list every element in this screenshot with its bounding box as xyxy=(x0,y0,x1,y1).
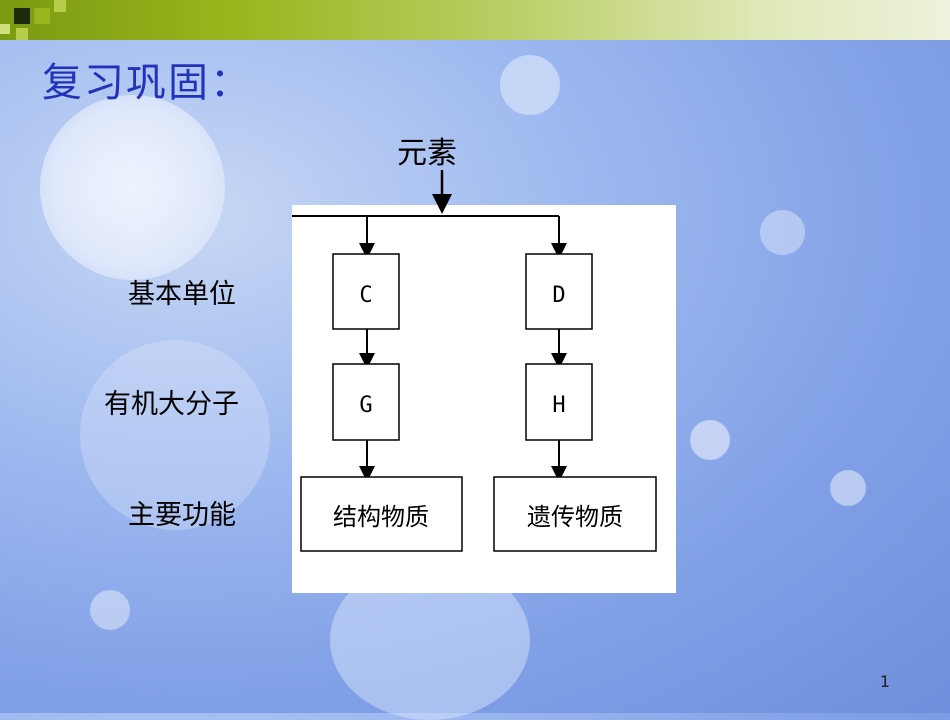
diagram-panel: C D G H 结构物质 遗传物质 xyxy=(292,205,676,593)
background-bubble xyxy=(500,55,560,115)
header-square xyxy=(34,8,50,24)
box-c xyxy=(332,253,400,330)
box-structural-material xyxy=(300,476,463,552)
source-label: 元素 xyxy=(397,136,457,171)
background-bubble xyxy=(80,340,270,530)
header-square xyxy=(54,0,66,12)
background-bubble xyxy=(90,590,130,630)
flow-diagram: C D G H 结构物质 遗传物质 xyxy=(292,215,657,552)
header-bar xyxy=(0,0,950,40)
box-g xyxy=(332,363,400,441)
page-number: 1 xyxy=(879,672,890,691)
slide-title: 复习巩固： xyxy=(42,60,252,106)
row-label-unit: 基本单位 xyxy=(128,279,236,310)
row-label-macromolecule: 有机大分子 xyxy=(104,389,239,420)
source-arrow xyxy=(432,170,452,214)
header-square xyxy=(14,8,30,24)
box-g-label: G xyxy=(359,393,372,418)
header-square xyxy=(0,24,10,34)
background-bubble xyxy=(40,95,225,280)
box-structural-label: 结构物质 xyxy=(333,503,429,531)
header-square xyxy=(16,28,28,40)
box-h-label: H xyxy=(552,393,565,418)
box-h xyxy=(525,363,593,441)
background-bubble xyxy=(830,470,866,506)
box-d-label: D xyxy=(552,283,565,308)
background-bubble xyxy=(690,420,730,460)
box-genetic-material xyxy=(493,476,657,552)
row-label-function: 主要功能 xyxy=(128,500,236,531)
box-genetic-label: 遗传物质 xyxy=(527,503,623,531)
box-c-label: C xyxy=(359,283,372,308)
background-bubble xyxy=(760,210,805,255)
